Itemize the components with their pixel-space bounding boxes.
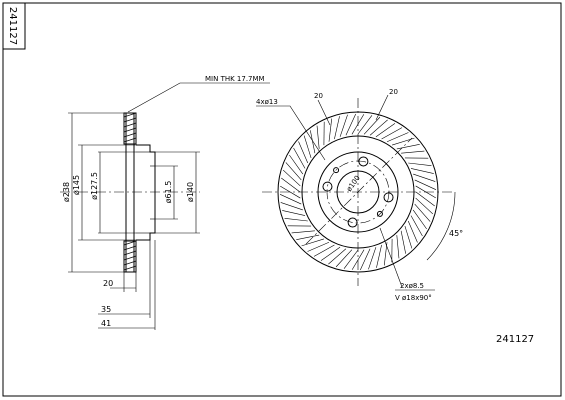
dim-hat-outer: ø145 [72,175,81,195]
rotor-section-bottom [123,240,137,273]
cooling-vanes [279,113,437,271]
dim-hat-inner: ø127.5 [90,172,99,200]
vane [410,215,423,237]
vane [328,118,333,142]
vane [404,226,413,249]
vane [376,244,382,268]
vane [280,202,303,211]
vane [363,116,381,135]
dim-bolt-circle: ø140 [186,182,195,202]
secondary-hole [333,167,340,174]
hat-profile [136,144,156,241]
dim-height-35: 35 [101,305,111,314]
vane [368,247,377,270]
vane [316,125,320,149]
vane [351,249,365,270]
vane [334,116,340,140]
vane [279,194,302,205]
vane [282,169,301,187]
min-thickness-label: MIN THK 17.7MM [205,75,265,83]
vane [320,246,341,261]
vane [375,123,396,138]
bolt-holes [322,156,394,228]
side-view: ø238 ø145 ø127.5 ø61.5 ø140 MIN THK 17.7… [60,75,270,330]
vane [339,114,348,137]
vane [414,179,437,190]
outer-frame [2,2,562,397]
vane [343,249,359,269]
vane [310,130,316,154]
vane [285,162,302,181]
vane [296,234,320,240]
angle-arc [426,191,456,261]
vane [381,127,403,140]
dim-20-left: 20 [314,92,323,100]
vane [298,141,309,164]
vane [307,241,330,252]
vane [328,248,347,265]
vane [345,113,356,136]
vane [360,248,371,271]
vane [293,147,306,169]
holes-label: 4xø13 [256,98,278,106]
min-thickness-leader [127,82,270,113]
vane [396,144,420,150]
vane [282,210,306,216]
bolt-hole [322,181,333,192]
dim-thickness: 20 [103,279,113,288]
vane [291,230,315,234]
vane [414,203,431,222]
bolt-hole [383,192,394,203]
vane [413,173,436,182]
vane [303,135,312,158]
part-number-label: 241127 [496,334,534,345]
front-view: 4xø13 20 20 ø100 45° 2xø8.5 V ø18x90° [256,88,463,302]
vane [408,162,432,167]
vane [400,230,406,254]
part-number-rotated: 241127 [7,7,18,45]
vane [410,168,434,174]
secondary-holes-label: 2xø8.5 [400,282,424,290]
vane [415,197,434,215]
vane [357,115,373,135]
vane [412,209,427,230]
vane [369,119,388,136]
pcd-label: ø100 [345,174,362,193]
vane [281,177,301,193]
vane [313,244,335,257]
dim-center-bore: ø61.5 [164,181,173,204]
bolt-hole [347,217,358,228]
vane [284,217,308,222]
dim-20-right: 20 [389,88,398,96]
vane [289,154,304,175]
vane [401,150,425,154]
rotor-section-top [123,112,137,145]
vane [407,220,418,243]
countersink-label: V ø18x90° [395,294,432,302]
vane [386,132,409,143]
vane [335,249,353,268]
vane [396,235,400,259]
dim-height-41: 41 [101,319,111,328]
vane [301,238,324,247]
title-box [2,2,26,50]
dim-outer-diameter: ø238 [62,182,71,202]
angle-label: 45° [449,229,463,238]
bolt-hole [358,156,369,167]
vane [415,191,435,207]
secondary-hole [376,210,383,217]
vane [280,185,301,199]
